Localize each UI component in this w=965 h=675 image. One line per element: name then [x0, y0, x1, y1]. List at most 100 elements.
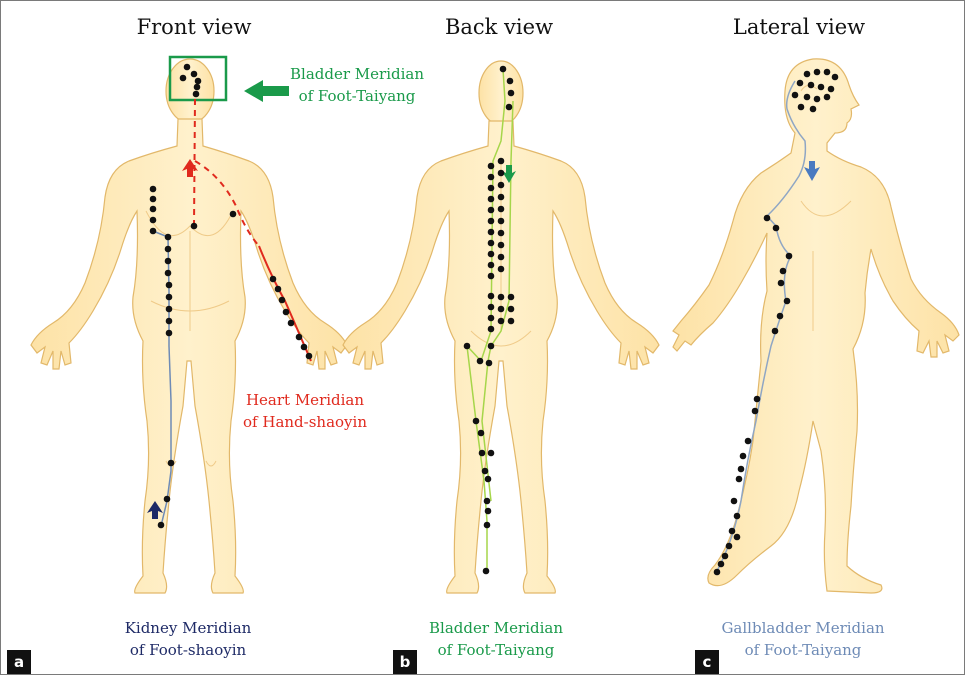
acupoint-dot [506, 104, 513, 111]
acupoint-dot [797, 80, 804, 87]
acupoint-dot [488, 196, 495, 203]
acupoint-dot [488, 218, 495, 225]
acupoint-dot [464, 343, 471, 350]
acupoint-dot [150, 228, 157, 235]
caption-line: Kidney Meridian [125, 617, 252, 639]
acupoint-dot [488, 251, 495, 258]
acupoint-dot [477, 358, 484, 365]
acupoint-dot [488, 163, 495, 170]
acupoint-dot [150, 186, 157, 193]
lateral-body-figure [673, 59, 959, 593]
acupoint-dot [479, 450, 486, 457]
acupoint-dot [270, 276, 277, 283]
acupoint-dot [824, 69, 831, 76]
acupoint-dot [288, 320, 295, 327]
panel-label-b: b [393, 650, 417, 674]
acupoint-dot [194, 84, 201, 91]
acupoint-dot [166, 330, 173, 337]
acupoint-dot [484, 522, 491, 529]
acupoint-dot [824, 94, 831, 101]
acupoint-dot [488, 293, 495, 300]
acupoint-dot [193, 91, 200, 98]
front-bladder-caption: Bladder Meridian of Foot-Taiyang [290, 63, 424, 107]
acupoint-dot [508, 294, 515, 301]
panel-label-a: a [7, 650, 31, 674]
acupoint-dot [306, 353, 313, 360]
acupoint-dot [498, 318, 505, 325]
acupoint-dot [498, 158, 505, 165]
acupoint-dot [498, 294, 505, 301]
acupoint-dot [498, 306, 505, 313]
caption-line: of Foot-shaoyin [125, 639, 252, 661]
acupoint-dot [484, 498, 491, 505]
caption-line: of Foot-Taiyang [721, 639, 884, 661]
acupoint-dot [764, 215, 771, 222]
acupoint-dot [165, 246, 172, 253]
acupoint-dot [165, 270, 172, 277]
acupoint-dot [734, 534, 741, 541]
acupoint-dot [166, 282, 173, 289]
acupoint-dot [498, 194, 505, 201]
gallbladder-meridian-caption: Gallbladder Meridian of Foot-Taiyang [721, 617, 884, 661]
acupoint-dot [780, 268, 787, 275]
acupoint-dot [818, 84, 825, 91]
acupoint-dot [498, 206, 505, 213]
acupoint-dot [488, 185, 495, 192]
caption-line: Bladder Meridian [290, 63, 424, 85]
acupoint-dot [164, 496, 171, 503]
acupoint-dot [804, 94, 811, 101]
acupoint-dot [745, 438, 752, 445]
caption-line: Heart Meridian [243, 389, 367, 411]
acupoint-dot [488, 315, 495, 322]
front-body-figure [31, 59, 347, 593]
acupoint-dot [488, 240, 495, 247]
acupoint-dot [832, 74, 839, 81]
acupoint-dot [773, 225, 780, 232]
acupoint-dot [722, 553, 729, 560]
acupoint-dot [165, 258, 172, 265]
acupoint-dot [731, 498, 738, 505]
kidney-meridian-caption: Kidney Meridian of Foot-shaoyin [125, 617, 252, 661]
acupoint-dot [792, 92, 799, 99]
acupoint-dot [166, 318, 173, 325]
acupoint-dot [296, 334, 303, 341]
acupoint-dot [165, 234, 172, 241]
caption-line: of Foot-Taiyang [429, 639, 563, 661]
acupoint-dot [508, 318, 515, 325]
acupoint-dot [714, 569, 721, 576]
acupoint-dot [180, 75, 187, 82]
acupoint-dot [275, 286, 282, 293]
acupoint-dot [810, 106, 817, 113]
caption-line: of Foot-Taiyang [290, 85, 424, 107]
acupoint-dot [498, 242, 505, 249]
acupoint-dot [301, 344, 308, 351]
acupoint-dot [166, 306, 173, 313]
acupoint-dot [804, 71, 811, 78]
acupoint-dot [488, 207, 495, 214]
acupoint-dot [488, 174, 495, 181]
acupoint-dot [507, 78, 514, 85]
acupoint-dot [508, 306, 515, 313]
acupoint-dot [500, 66, 507, 73]
acupoint-dot [498, 266, 505, 273]
acupoint-dot [230, 211, 237, 218]
acupoint-dot [478, 430, 485, 437]
acupoint-dot [488, 273, 495, 280]
acupoint-dot [488, 229, 495, 236]
acupoint-dot [195, 78, 202, 85]
acupoint-dot [279, 297, 286, 304]
acupoint-dot [772, 328, 779, 335]
acupoint-dot [158, 522, 165, 529]
acupoint-dot [752, 408, 759, 415]
acupoint-dot [498, 230, 505, 237]
acupoint-dot [150, 196, 157, 203]
heart-meridian-caption: Heart Meridian of Hand-shaoyin [243, 389, 367, 433]
acupoint-dot [184, 64, 191, 71]
acupoint-dot [482, 468, 489, 475]
acupoint-dot [488, 343, 495, 350]
acupoint-dot [786, 253, 793, 260]
acupoint-dot [486, 360, 493, 367]
panel-label-c: c [695, 650, 719, 674]
